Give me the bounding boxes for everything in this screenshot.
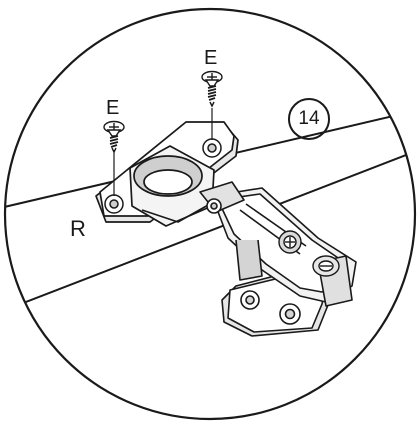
adjustment-screw-top: [278, 230, 302, 254]
hinge-knuckle: [199, 181, 245, 214]
step-number-badge: 14: [288, 98, 330, 140]
detail-circle-frame: [3, 7, 417, 421]
screw-left-icon: [103, 120, 125, 154]
adjustment-screw-side: [312, 255, 340, 277]
hinge-cup: [129, 145, 215, 227]
screw-right-label: E: [204, 47, 218, 69]
screw-left-label: E: [106, 97, 120, 119]
screw-right-icon: [201, 70, 223, 108]
screw-hole-left: [104, 194, 124, 214]
screw-hole-right: [202, 138, 222, 158]
hinge-label: R: [70, 216, 86, 241]
